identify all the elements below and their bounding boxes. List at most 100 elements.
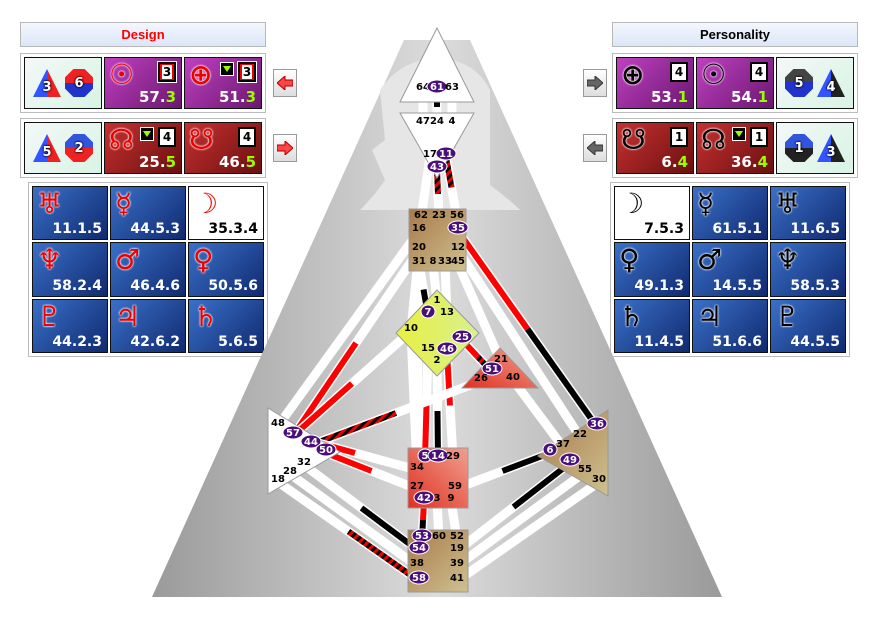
- gate-label-47[interactable]: 47: [416, 116, 430, 127]
- personality-south-node-cell[interactable]: ☋ 1 6.4: [616, 122, 694, 174]
- design-planet-jupiter[interactable]: ♃42.6.2: [110, 298, 186, 353]
- gate-label-3[interactable]: 3: [434, 493, 441, 504]
- gate-label-40[interactable]: 40: [506, 372, 520, 383]
- gate-label-50[interactable]: 50: [319, 445, 333, 456]
- gate-label-30[interactable]: 30: [592, 474, 606, 485]
- design-earth-cell[interactable]: ⊕ 3 51.3: [184, 57, 262, 109]
- personality-planet-jupiter[interactable]: ♃51.6.6: [692, 298, 768, 353]
- design-variables-bottom[interactable]: 5 2: [24, 122, 102, 174]
- throat-center[interactable]: [408, 208, 467, 272]
- gate-label-6[interactable]: 6: [547, 445, 554, 456]
- gate-label-37[interactable]: 37: [556, 439, 570, 450]
- gate-label-57[interactable]: 57: [286, 428, 300, 439]
- design-prev-button[interactable]: [273, 69, 297, 97]
- personality-planet-saturn[interactable]: ♄11.4.5: [614, 298, 690, 353]
- gate-label-29[interactable]: 29: [446, 451, 460, 462]
- gate-label-13[interactable]: 13: [440, 307, 454, 318]
- gate-label-45[interactable]: 45: [451, 256, 465, 267]
- design-planet-mercury[interactable]: ☿44.5.3: [110, 186, 186, 241]
- solar-plexus-center[interactable]: [537, 409, 609, 497]
- head-center[interactable]: [399, 26, 475, 103]
- personality-north-node-cell[interactable]: ☊ 1 36.4: [696, 122, 774, 174]
- gate-label-22[interactable]: 22: [573, 429, 587, 440]
- gate-label-46[interactable]: 46: [440, 344, 454, 355]
- personality-planet-mars[interactable]: ♂14.5.5: [692, 242, 768, 297]
- spleen-center[interactable]: [267, 407, 341, 495]
- design-planet-uranus[interactable]: ♅11.1.5: [32, 186, 108, 241]
- personality-next-button[interactable]: [583, 69, 607, 97]
- gate-label-4[interactable]: 4: [449, 116, 456, 127]
- design-variables-top[interactable]: 3 6: [24, 57, 102, 109]
- design-planet-saturn[interactable]: ♄5.6.5: [188, 298, 264, 353]
- gate-label-42[interactable]: 42: [417, 493, 431, 504]
- gate-label-54[interactable]: 54: [412, 543, 426, 554]
- gate-label-33[interactable]: 33: [438, 256, 452, 267]
- personality-sun-cell[interactable]: ☉ 4 54.1: [696, 57, 774, 109]
- gate-label-55[interactable]: 55: [578, 464, 592, 475]
- gate-label-64[interactable]: 64: [416, 82, 430, 93]
- heart-center[interactable]: [460, 347, 540, 389]
- gate-label-18[interactable]: 18: [271, 474, 285, 485]
- root-center[interactable]: [407, 529, 469, 593]
- gate-label-21[interactable]: 21: [494, 354, 508, 365]
- gate-label-24[interactable]: 24: [430, 116, 444, 127]
- gate-label-28[interactable]: 28: [283, 466, 297, 477]
- gate-label-59[interactable]: 59: [448, 481, 462, 492]
- gate-label-9[interactable]: 9: [448, 493, 455, 504]
- gate-label-36[interactable]: 36: [590, 419, 604, 430]
- gate-label-17[interactable]: 17: [423, 149, 437, 160]
- design-sun-cell[interactable]: ☉ 3 57.3: [104, 57, 182, 109]
- gate-label-26[interactable]: 26: [474, 373, 488, 384]
- personality-earth-cell[interactable]: ⊕ 4 53.1: [616, 57, 694, 109]
- gate-label-14[interactable]: 14: [431, 451, 445, 462]
- personality-planet-neptune[interactable]: ♆58.5.3: [770, 242, 846, 297]
- design-planet-pluto[interactable]: ♇44.2.3: [32, 298, 108, 353]
- gate-label-58[interactable]: 58: [412, 573, 426, 584]
- design-south-node-cell[interactable]: ☋ 4 46.5: [184, 122, 262, 174]
- gate-label-1[interactable]: 1: [434, 295, 441, 306]
- g-center[interactable]: [395, 289, 480, 377]
- design-planet-moon[interactable]: ☽35.3.4: [188, 186, 264, 241]
- gate-label-60[interactable]: 60: [432, 531, 446, 542]
- gate-label-19[interactable]: 19: [450, 543, 464, 554]
- gate-label-34[interactable]: 34: [410, 462, 424, 473]
- gate-label-23[interactable]: 23: [432, 210, 446, 221]
- design-planet-venus[interactable]: ♀50.5.6: [188, 242, 264, 297]
- gate-label-35[interactable]: 35: [451, 223, 465, 234]
- gate-label-20[interactable]: 20: [412, 242, 426, 253]
- design-planet-neptune[interactable]: ♆58.2.4: [32, 242, 108, 297]
- gate-label-61[interactable]: 61: [430, 82, 444, 93]
- gate-label-12[interactable]: 12: [451, 242, 465, 253]
- gate-label-11[interactable]: 11: [439, 149, 453, 160]
- sacral-center[interactable]: [407, 447, 469, 509]
- gate-label-27[interactable]: 27: [410, 481, 424, 492]
- gate-label-2[interactable]: 2: [434, 355, 441, 366]
- gate-label-41[interactable]: 41: [450, 573, 464, 584]
- gate-label-53[interactable]: 53: [415, 531, 429, 542]
- gate-label-32[interactable]: 32: [297, 457, 311, 468]
- gate-label-10[interactable]: 10: [404, 323, 418, 334]
- gate-label-39[interactable]: 39: [450, 558, 464, 569]
- gate-label-52[interactable]: 52: [450, 531, 464, 542]
- design-next-button[interactable]: [273, 134, 297, 162]
- personality-planet-pluto[interactable]: ♇44.5.5: [770, 298, 846, 353]
- gate-label-56[interactable]: 56: [450, 210, 464, 221]
- gate-label-43[interactable]: 43: [430, 162, 444, 173]
- personality-planet-uranus[interactable]: ♅11.6.5: [770, 186, 846, 241]
- gate-label-48[interactable]: 48: [271, 418, 285, 429]
- gate-label-15[interactable]: 15: [421, 343, 435, 354]
- personality-planet-venus[interactable]: ♀49.1.3: [614, 242, 690, 297]
- personality-variables-top[interactable]: 5 4: [776, 57, 854, 109]
- gate-label-16[interactable]: 16: [412, 223, 426, 234]
- design-planet-mars[interactable]: ♂46.4.6: [110, 242, 186, 297]
- gate-label-38[interactable]: 38: [410, 558, 424, 569]
- gate-label-5[interactable]: 5: [422, 451, 429, 462]
- gate-label-51[interactable]: 51: [485, 364, 499, 375]
- personality-planet-moon[interactable]: ☽7.5.3: [614, 186, 690, 241]
- personality-variables-bottom[interactable]: 1 3: [776, 122, 854, 174]
- ajna-center[interactable]: [399, 112, 475, 180]
- gate-label-62[interactable]: 62: [414, 210, 428, 221]
- gate-label-25[interactable]: 25: [455, 332, 469, 343]
- design-north-node-cell[interactable]: ☊ 4 25.5: [104, 122, 182, 174]
- personality-planet-mercury[interactable]: ☿61.5.1: [692, 186, 768, 241]
